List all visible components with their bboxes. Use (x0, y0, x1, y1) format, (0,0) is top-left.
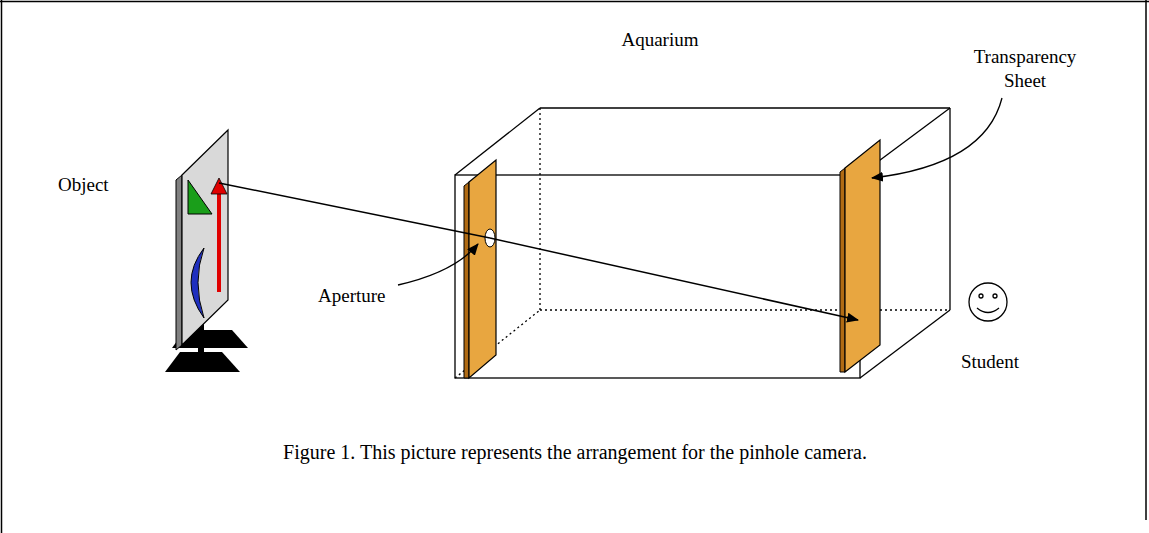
leader-line (398, 98, 1002, 285)
figure-caption: Figure 1. This picture represents the ar… (150, 440, 1000, 465)
part-label: Object (58, 173, 148, 197)
object-stand (165, 130, 248, 372)
part-label: Transparency Sheet (955, 45, 1095, 93)
part-label: Aperture (318, 284, 408, 308)
part-label: Aquarium (610, 28, 710, 52)
student-face (969, 283, 1007, 321)
light-ray (219, 183, 858, 320)
part-label: Student (950, 350, 1030, 374)
aperture-sheet (464, 160, 496, 378)
aquarium (455, 108, 950, 378)
transparency-sheet (840, 140, 880, 372)
